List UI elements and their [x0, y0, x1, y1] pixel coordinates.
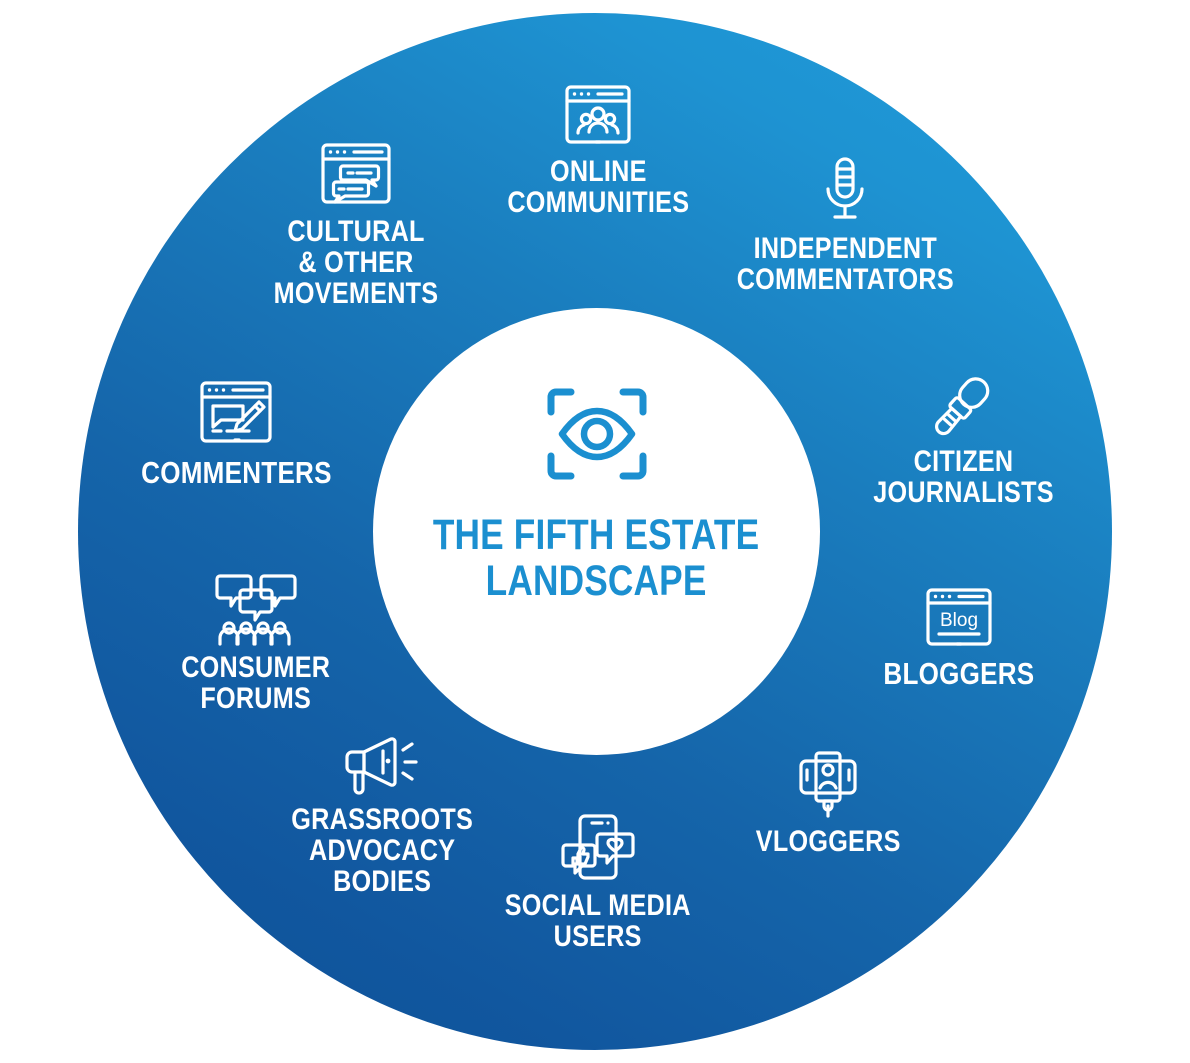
- node-independent-commentators[interactable]: INDEPENDENT COMMENTATORS: [715, 155, 975, 296]
- node-vloggers[interactable]: VLOGGERS: [698, 748, 958, 858]
- center-title: THE FIFTH ESTATE LANDSCAPE: [433, 511, 760, 605]
- node-label: INDEPENDENT COMMENTATORS: [736, 232, 954, 296]
- phone-like-heart-icon: [561, 814, 635, 880]
- node-cultural-other-movements[interactable]: CULTURAL & OTHER MOVEMENTS: [226, 140, 486, 310]
- node-label: BLOGGERS: [883, 656, 1035, 691]
- node-consumer-forums[interactable]: CONSUMER FORUMS: [126, 570, 386, 715]
- browser-pencil-icon: [200, 381, 272, 443]
- node-social-media-users[interactable]: SOCIAL MEDIA USERS: [468, 812, 728, 953]
- blog-text: Blog: [940, 610, 978, 631]
- node-bloggers[interactable]: Blog BLOGGERS: [829, 585, 1089, 690]
- selfie-stick-phone-icon: [799, 751, 857, 818]
- node-citizen-journalists[interactable]: CITIZEN JOURNALISTS: [833, 370, 1093, 509]
- node-label: ONLINE COMMUNITIES: [507, 155, 689, 219]
- browser-chat-icon: [321, 143, 391, 204]
- node-label: CULTURAL & OTHER MOVEMENTS: [273, 215, 439, 310]
- node-commenters[interactable]: COMMENTERS: [106, 378, 366, 489]
- browser-people-icon: [565, 85, 631, 144]
- microphone-icon: [826, 157, 864, 219]
- node-label: CITIZEN JOURNALISTS: [872, 445, 1054, 509]
- node-label: VLOGGERS: [755, 825, 901, 858]
- megaphone-icon: [345, 737, 418, 795]
- node-label: COMMENTERS: [140, 455, 332, 490]
- eye-scan-icon: [547, 388, 646, 480]
- node-grassroots-advocacy-bodies[interactable]: GRASSROOTS ADVOCACY BODIES: [252, 730, 512, 898]
- node-label: CONSUMER FORUMS: [181, 651, 331, 715]
- node-online-communities[interactable]: ONLINE COMMUNITIES: [468, 82, 728, 219]
- browser-blog-icon: Blog: [926, 588, 992, 646]
- center-hub: THE FIFTH ESTATE LANDSCAPE: [373, 308, 820, 755]
- reporter-microphone-icon: [935, 377, 990, 436]
- speech-bubbles-people-icon: [215, 574, 297, 646]
- node-label: SOCIAL MEDIA USERS: [505, 889, 691, 953]
- node-label: GRASSROOTS ADVOCACY BODIES: [291, 803, 473, 898]
